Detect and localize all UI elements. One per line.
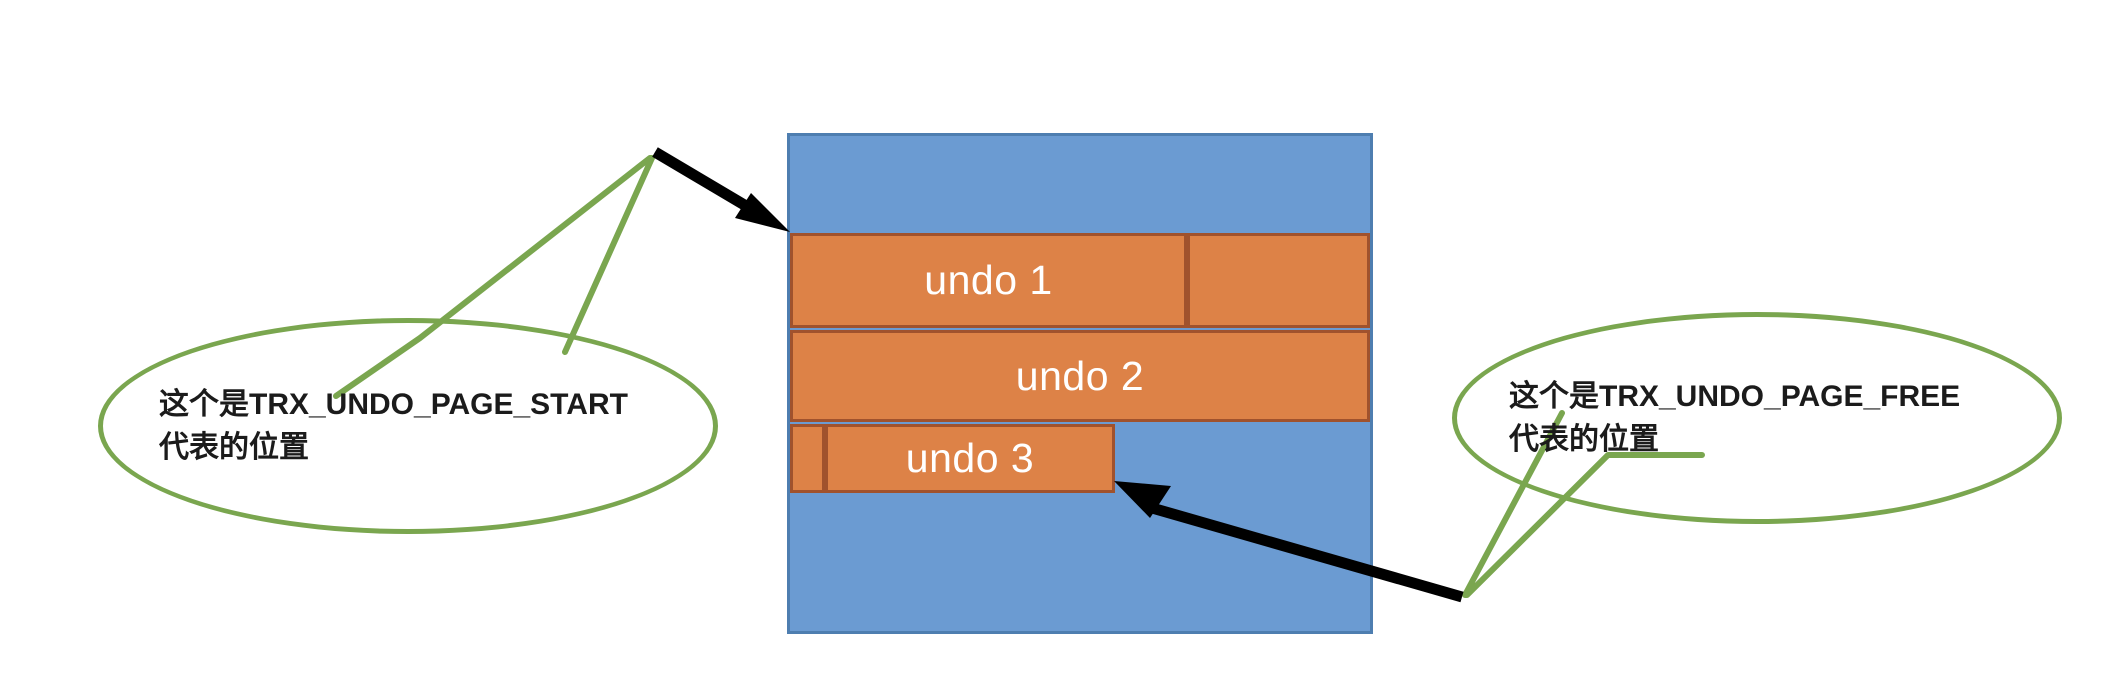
callout-free-line-1: 这个是TRX_UNDO_PAGE_FREE xyxy=(1509,379,1961,413)
undo-record-row-1: undo 1 xyxy=(790,233,1370,328)
undo-record-label-2: undo 2 xyxy=(790,330,1370,422)
arrow-to-page-free xyxy=(1114,481,1464,603)
callout-trx-undo-page-free: 这个是TRX_UNDO_PAGE_FREE 代表的位置 xyxy=(1452,312,2062,524)
callout-start-line-2: 代表的位置 xyxy=(159,431,309,464)
undo-record-row-2: undo 2 xyxy=(790,330,1370,422)
undo-record-trailing-cell-1 xyxy=(1187,233,1370,328)
undo-record-label-1: undo 1 xyxy=(790,233,1187,328)
undo-record-label-3: undo 3 xyxy=(825,424,1115,493)
undo-record-leading-cell-3 xyxy=(790,424,825,493)
undo-record-row-3: undo 3 xyxy=(790,424,1115,493)
arrow-to-page-start xyxy=(652,147,790,232)
callout-start-line-1: 这个是TRX_UNDO_PAGE_START xyxy=(159,387,628,421)
callout-trx-undo-page-start: 这个是TRX_UNDO_PAGE_START 代表的位置 xyxy=(98,318,718,534)
callout-free-line-2: 代表的位置 xyxy=(1509,423,1659,456)
